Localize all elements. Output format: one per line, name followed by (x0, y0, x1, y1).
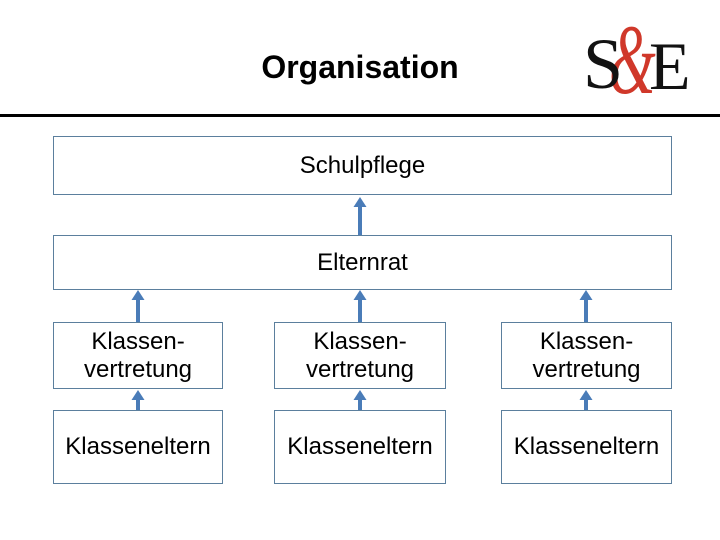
up-arrow-icon (353, 390, 367, 410)
up-arrow-klassenvertretung-1 (130, 290, 146, 322)
org-box-klasseneltern-3: Klasseneltern (501, 410, 672, 484)
se-logo: & S E (583, 10, 695, 110)
title-underline-rule (0, 114, 720, 117)
logo-letter-s: S (583, 24, 624, 104)
logo-letter-e: E (649, 28, 691, 104)
org-box-elternrat-label: Elternrat (317, 248, 408, 276)
up-arrow-icon (579, 390, 593, 410)
up-arrow-icon (353, 290, 367, 322)
org-box-klassenvertretung-3: Klassen- vertretung (501, 322, 672, 389)
up-arrow-klassenvertretung-2 (352, 290, 368, 322)
up-arrow-klassenvertretung-3 (578, 290, 594, 322)
up-arrow-klasseneltern-3 (578, 390, 594, 410)
org-box-klassenvertretung-2-line1: Klassen- (313, 327, 407, 355)
org-box-klasseneltern-1-label: Klasseneltern (65, 433, 211, 460)
page-title: Organisation (261, 49, 459, 85)
org-box-schulpflege-label: Schulpflege (299, 151, 426, 179)
up-arrow-icon (579, 290, 593, 322)
up-arrow-icon (353, 197, 367, 235)
org-box-klasseneltern-3-label: Klasseneltern (513, 433, 660, 460)
org-box-klassenvertretung-2-line2: vertretung (305, 355, 415, 383)
org-box-klassenvertretung-2: Klassen- vertretung (274, 322, 446, 389)
org-box-klassenvertretung-1: Klassen- vertretung (53, 322, 223, 389)
org-box-klasseneltern-2: Klasseneltern (274, 410, 446, 484)
up-arrow-icon (131, 290, 145, 322)
org-box-schulpflege: Schulpflege (53, 136, 672, 195)
up-arrow-klasseneltern-1 (130, 390, 146, 410)
logo-ampersand: & (609, 4, 656, 115)
org-box-klassenvertretung-1-line1: Klassen- (91, 327, 185, 355)
org-box-klassenvertretung-3-line2: vertretung (532, 355, 641, 383)
org-box-klassenvertretung-3-line1: Klassen- (539, 327, 634, 355)
up-arrow-elternrat-to-schulpflege (352, 197, 368, 235)
up-arrow-klasseneltern-2 (352, 390, 368, 410)
org-box-klasseneltern-1: Klasseneltern (53, 410, 223, 484)
up-arrow-icon (131, 390, 145, 410)
org-box-klassenvertretung-1-line2: vertretung (83, 355, 193, 383)
org-box-klasseneltern-2-label: Klasseneltern (287, 433, 433, 460)
org-box-elternrat: Elternrat (53, 235, 672, 290)
